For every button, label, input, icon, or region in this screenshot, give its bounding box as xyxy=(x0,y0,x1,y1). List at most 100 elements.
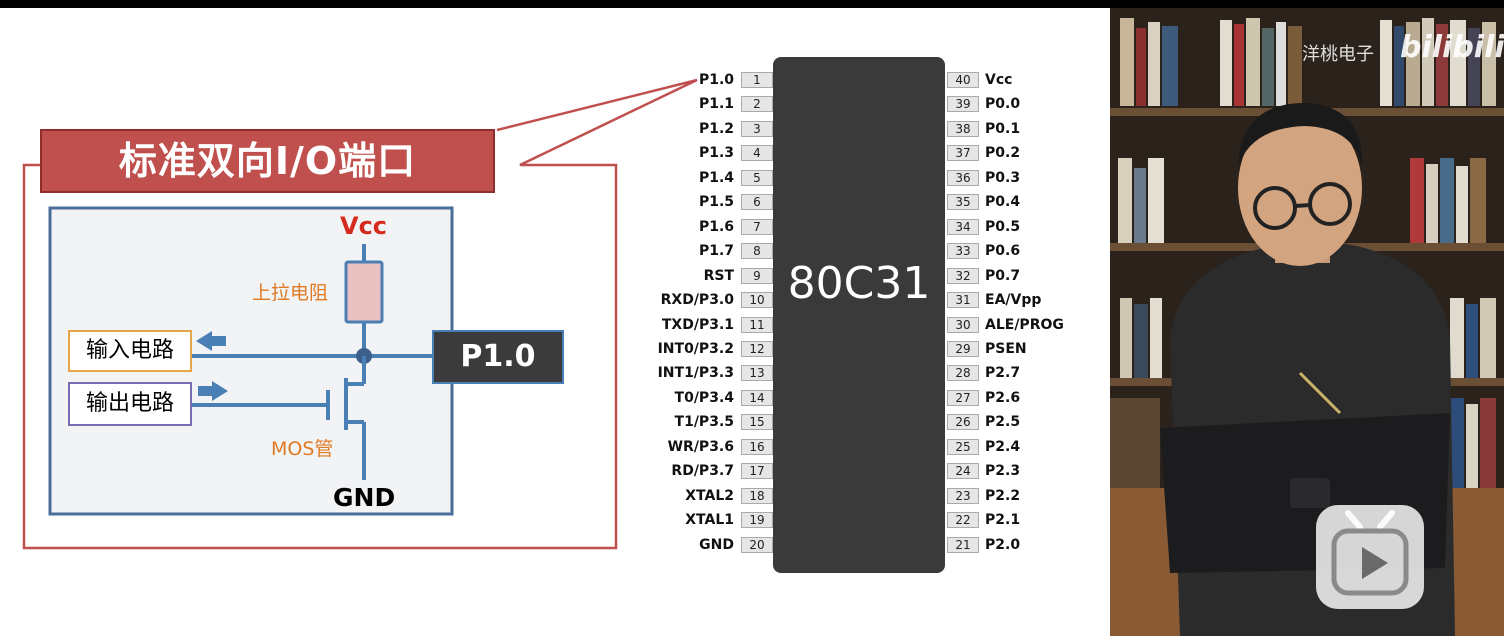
pin-number-left: 18 xyxy=(741,487,773,504)
pin-number-left: 1 xyxy=(741,72,773,88)
pin-name-left: P1.1 xyxy=(698,96,734,113)
pin-number-left: 6 xyxy=(741,194,773,211)
output-arrow-icon xyxy=(198,381,228,401)
channel-watermark: 洋桃电子 xyxy=(1302,44,1374,65)
pullup-resistor xyxy=(344,260,384,324)
pin-number-right: 40 xyxy=(947,72,979,88)
top-letterbox xyxy=(0,0,1504,8)
pin-name-left: T1/P3.5 xyxy=(674,414,734,431)
input-circuit-box: 输入电路 xyxy=(68,330,192,372)
pin-name-right: P2.0 xyxy=(985,536,1021,553)
pin-name-left: P1.5 xyxy=(698,194,734,211)
pin-number-left: 2 xyxy=(741,96,773,113)
pin-name-right: P0.0 xyxy=(985,96,1021,113)
pin-number-right: 25 xyxy=(947,438,979,455)
presenter-video xyxy=(1110,8,1504,636)
pin-number-left: 10 xyxy=(741,292,773,309)
pin-name-right: P2.1 xyxy=(985,512,1021,529)
pin-number-right: 35 xyxy=(947,194,979,211)
pin-name-left: RXD/P3.0 xyxy=(660,292,734,309)
port-label-box: P1.0 xyxy=(432,330,564,384)
chip-name: 80C31 xyxy=(787,258,931,309)
pin-name-right: P0.1 xyxy=(985,120,1021,137)
pin-name-left: P1.0 xyxy=(698,72,734,88)
slide-title: 标准双向I/O端口 xyxy=(40,129,495,193)
bilibili-logo: bilibili xyxy=(1400,30,1504,65)
input-arrow-icon xyxy=(196,331,226,351)
pin-name-right: EA/Vpp xyxy=(985,292,1042,309)
resistor-label: 上拉电阻 xyxy=(252,282,329,304)
pin-number-left: 9 xyxy=(741,267,773,284)
mos-label: MOS管 xyxy=(271,438,334,460)
pin-number-left: 3 xyxy=(741,120,773,137)
pin-number-right: 36 xyxy=(947,169,979,186)
pin-name-right: P2.6 xyxy=(985,389,1021,406)
pin-name-left: P1.6 xyxy=(698,218,734,235)
pin-name-left: P1.4 xyxy=(698,169,734,186)
pin-number-right: 26 xyxy=(947,414,979,431)
pin-number-left: 5 xyxy=(741,169,773,186)
output-circuit-box: 输出电路 xyxy=(68,382,192,426)
pin-number-right: 37 xyxy=(947,145,979,162)
pin-number-right: 23 xyxy=(947,487,979,504)
pin-name-right: P2.3 xyxy=(985,463,1021,480)
pin-number-left: 13 xyxy=(741,365,773,382)
pin-number-right: 27 xyxy=(947,389,979,406)
pin-name-right: P0.2 xyxy=(985,145,1021,162)
pin-name-left: P1.2 xyxy=(698,120,734,137)
pin-number-left: 19 xyxy=(741,512,773,529)
pin-name-right: P2.4 xyxy=(985,438,1021,455)
pin-name-left: XTAL2 xyxy=(685,487,734,504)
pin-name-right: Vcc xyxy=(985,72,1013,88)
pin-name-right: P0.6 xyxy=(985,243,1021,260)
callout-frame xyxy=(22,78,698,550)
pin-name-left: T0/P3.4 xyxy=(674,389,734,406)
pin-number-right: 24 xyxy=(947,463,979,480)
pin-number-right: 30 xyxy=(947,316,979,333)
pin-number-right: 22 xyxy=(947,512,979,529)
video-frame-image xyxy=(1110,8,1504,636)
pin-number-left: 4 xyxy=(741,145,773,162)
pin-name-right: ALE/PROG xyxy=(985,316,1064,333)
pin-name-left: RST xyxy=(703,267,734,284)
pin-number-right: 39 xyxy=(947,96,979,113)
pin-name-left: P1.3 xyxy=(698,145,734,162)
pin-number-left: 14 xyxy=(741,389,773,406)
chip-body xyxy=(773,57,945,573)
pin-number-left: 15 xyxy=(741,414,773,431)
pin-number-right: 32 xyxy=(947,267,979,284)
pin-name-right: PSEN xyxy=(985,340,1027,357)
pin-number-right: 29 xyxy=(947,340,979,357)
pin-number-left: 16 xyxy=(741,438,773,455)
pin-number-left: 8 xyxy=(741,243,773,260)
pin-number-left: 12 xyxy=(741,340,773,357)
pin-number-right: 28 xyxy=(947,365,979,382)
pin-name-left: XTAL1 xyxy=(685,512,734,529)
pin-number-right: 21 xyxy=(947,536,979,553)
pin-name-left: INT1/P3.3 xyxy=(657,365,734,382)
pin-name-right: P2.5 xyxy=(985,414,1021,431)
pin-name-right: P0.5 xyxy=(985,218,1021,235)
pin-number-right: 34 xyxy=(947,218,979,235)
play-icon[interactable] xyxy=(1316,505,1424,609)
pin-number-left: 11 xyxy=(741,316,773,333)
pin-name-left: WR/P3.6 xyxy=(667,438,734,455)
pin-number-right: 31 xyxy=(947,292,979,309)
pin-name-left: GND xyxy=(699,536,734,553)
gnd-label: GND xyxy=(333,483,396,512)
pin-name-left: INT0/P3.2 xyxy=(657,340,734,357)
pin-number-left: 17 xyxy=(741,463,773,480)
vcc-label: Vcc xyxy=(340,212,388,240)
pin-number-left: 20 xyxy=(741,536,773,553)
diagram-canvas xyxy=(22,78,698,550)
pin-name-right: P2.7 xyxy=(985,365,1021,382)
pin-name-right: P2.2 xyxy=(985,487,1021,504)
pin-name-right: P0.3 xyxy=(985,169,1021,186)
pin-number-right: 33 xyxy=(947,243,979,260)
pin-name-right: P0.7 xyxy=(985,267,1021,284)
pin-number-left: 7 xyxy=(741,218,773,235)
pin-name-left: TXD/P3.1 xyxy=(661,316,734,333)
pin-name-left: P1.7 xyxy=(698,243,734,260)
pin-name-left: RD/P3.7 xyxy=(671,463,734,480)
pin-number-right: 38 xyxy=(947,120,979,137)
